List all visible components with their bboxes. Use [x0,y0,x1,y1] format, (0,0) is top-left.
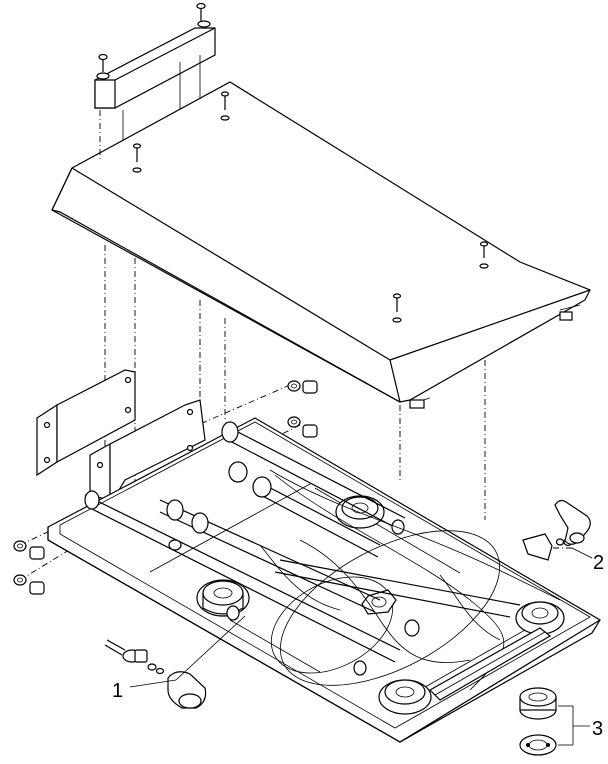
part-1-connector [104,639,207,709]
part-3-spare-parts [519,687,557,756]
pipe-fittings [84,421,420,676]
callout-2-label: 2 [593,552,604,574]
cover-screw [392,293,402,323]
gear-unit [378,679,432,715]
cover-screw [220,91,230,121]
gear-unit [515,601,565,635]
callout-leader-3 [558,705,590,746]
drain-channel [429,627,552,701]
part-2-elbow-fitting [522,499,591,561]
washer-nut-pair [287,416,318,438]
pipe [84,494,401,663]
washer-nut-pair [287,380,318,394]
cover-hood [51,81,591,409]
pipe [254,479,381,558]
callout-leader-1 [129,615,246,688]
washer-nut-pair [13,540,45,560]
pipe [274,559,521,618]
washer-nut-pair [13,574,45,595]
pipe [227,427,406,531]
top-bracket [94,27,216,150]
callout-1-label: 1 [112,680,123,702]
wall-bracket-left [36,369,136,477]
bracket-screw-top [196,2,211,28]
gear-unit [196,579,250,617]
cover-screw [479,241,489,269]
callout-3-label: 3 [592,718,603,740]
callout-leader-2 [571,547,593,559]
bracket-screw-left [96,53,110,80]
cover-screw [132,143,142,173]
